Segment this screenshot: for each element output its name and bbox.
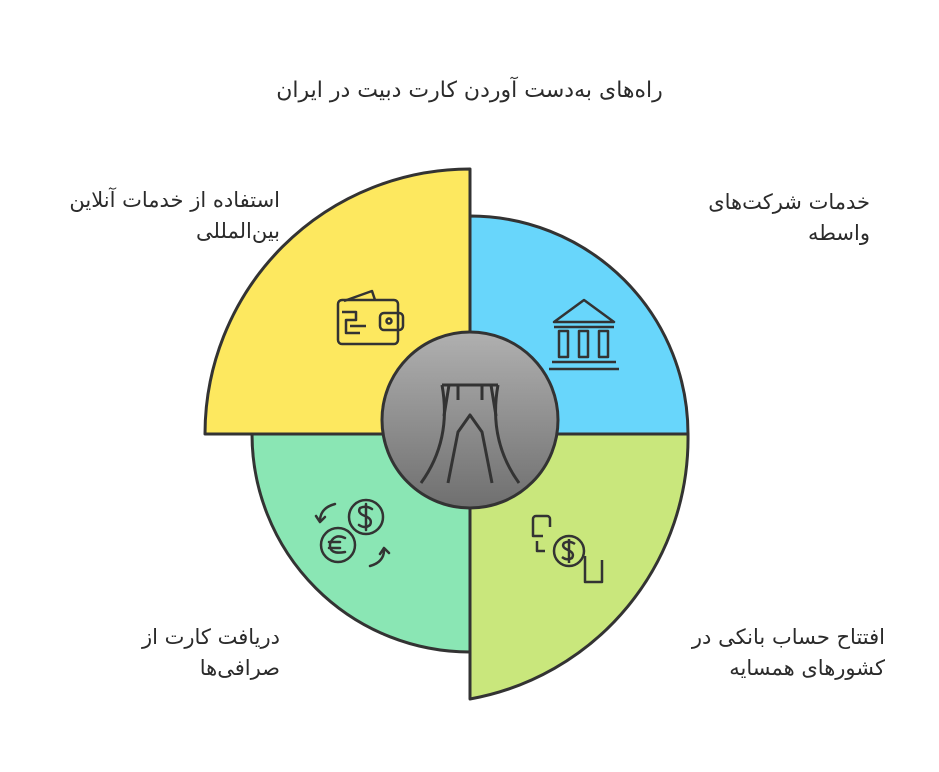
- diagram-title: راه‌های به‌دست آوردن کارت دبیت در ایران: [276, 78, 663, 103]
- center-circle: [380, 330, 560, 510]
- wallet-icon: [336, 289, 405, 346]
- label-line: افتتاح حساب بانکی در: [691, 625, 885, 649]
- label-line: کشورهای همسایه: [729, 656, 885, 680]
- label-line: بین‌المللی: [196, 219, 280, 243]
- label-international-online-services: استفاده از خدمات آنلاین بین‌المللی: [69, 185, 280, 247]
- segment-bottom-right: [468, 432, 690, 701]
- label-line: صرافی‌ها: [199, 656, 280, 680]
- label-exchange-offices: دریافت کارت از صرافی‌ها: [100, 622, 280, 684]
- phone-dollar-icon: [531, 514, 604, 584]
- label-line: خدمات شرکت‌های: [708, 190, 870, 214]
- bank-icon: [549, 298, 619, 371]
- label-line: واسطه: [807, 221, 870, 245]
- currency-exchange-icon: [314, 498, 391, 568]
- label-neighbor-country-account: افتتاح حساب بانکی در کشورهای همسایه: [655, 622, 885, 684]
- label-intermediary-services: خدمات شرکت‌های واسطه: [680, 187, 870, 249]
- label-line: دریافت کارت از: [141, 625, 280, 649]
- azadi-tower-icon: [419, 383, 521, 484]
- label-line: استفاده از خدمات آنلاین: [69, 188, 280, 212]
